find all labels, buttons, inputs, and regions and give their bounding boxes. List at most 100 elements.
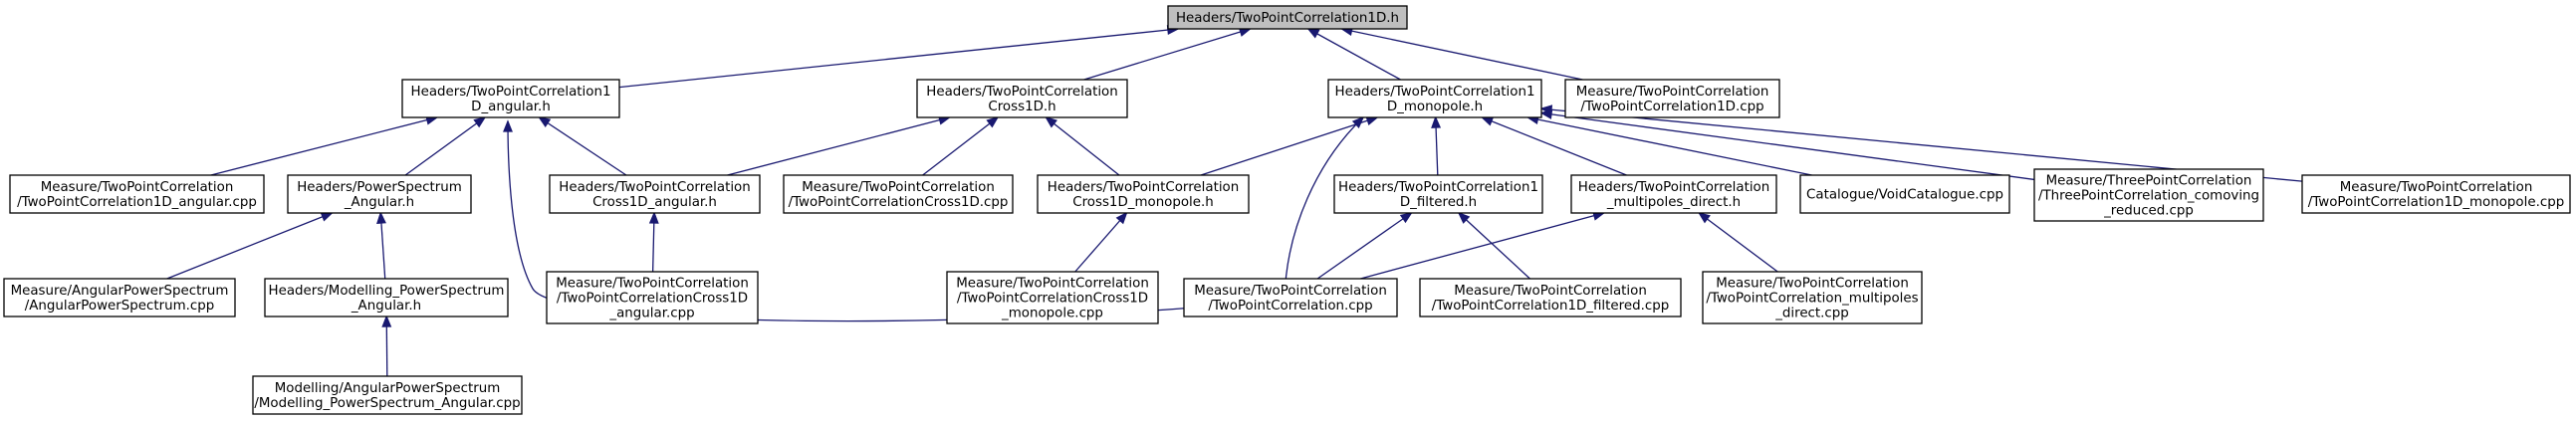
- node-label-line: Headers/TwoPointCorrelation1: [411, 85, 611, 100]
- node-label-line: Measure/ThreePointCorrelation: [2046, 174, 2252, 189]
- node-box: [1183, 278, 1398, 317]
- node-h-cross1d-angular[interactable]: Headers/TwoPointCorrelationCross1D_angul…: [549, 174, 761, 214]
- node-m-multipoles-cpp[interactable]: Measure/TwoPointCorrelation/TwoPointCorr…: [1702, 271, 1923, 324]
- node-label-line: _reduced.cpp: [2103, 204, 2194, 219]
- edge-h_powerspectrum-to-m_aps_cpp: [166, 212, 334, 280]
- edge-h_monopole-to-h_cross1d_monopole: [1200, 115, 1379, 176]
- node-box: [1564, 79, 1780, 118]
- edge-h_modelling-to-mod_aps_cpp: [381, 315, 392, 377]
- node-m-cross1d-cpp[interactable]: Measure/TwoPointCorrelation/TwoPointCorr…: [783, 174, 1014, 214]
- edge-h_monopole-to-h_multipoles: [1480, 116, 1627, 176]
- node-label-line: Measure/TwoPointCorrelation: [41, 180, 234, 195]
- node-m-monopole-cpp[interactable]: Measure/TwoPointCorrelation/TwoPointCorr…: [2301, 174, 2571, 214]
- node-m-filtered-cpp[interactable]: Measure/TwoPointCorrelation/TwoPointCorr…: [1419, 278, 1682, 317]
- edge-root-to-m_2pc1d_cpp: [1339, 26, 1583, 81]
- node-box: [1799, 174, 2010, 214]
- node-m-aps-cpp[interactable]: Measure/AngularPowerSpectrum/AngularPowe…: [3, 278, 236, 317]
- node-label-line: Measure/TwoPointCorrelation: [556, 277, 749, 292]
- node-label-line: /TwoPointCorrelation1D_filtered.cpp: [1432, 299, 1669, 314]
- node-label-line: Headers/TwoPointCorrelation: [926, 85, 1117, 100]
- node-h-angular[interactable]: Headers/TwoPointCorrelation1D_angular.h: [401, 79, 620, 118]
- node-label-line: Measure/TwoPointCorrelation: [2340, 180, 2533, 195]
- node-label-line: /TwoPointCorrelation.cpp: [1208, 299, 1372, 314]
- node-label-line: Cross1D.h: [988, 100, 1055, 114]
- node-h-filtered[interactable]: Headers/TwoPointCorrelation1D_filtered.h: [1333, 174, 1543, 214]
- node-label-line: Measure/AngularPowerSpectrum: [11, 284, 229, 299]
- node-label-line: Measure/TwoPointCorrelation: [1576, 85, 1769, 100]
- edge-h_cross1d-to-m_cross1d_cpp: [922, 115, 1000, 176]
- node-label-line: Headers/TwoPointCorrelation1D.h: [1176, 11, 1399, 26]
- node-box: [1333, 174, 1543, 214]
- node-label-line: _Angular.h: [351, 299, 421, 314]
- edge-h_cross1d_angular-to-m_cross1d_angular_cpp: [648, 211, 659, 273]
- node-label-line: /TwoPointCorrelationCross1D.cpp: [789, 195, 1009, 210]
- node-label-line: _monopole.cpp: [1001, 307, 1103, 321]
- node-label-line: Headers/TwoPointCorrelation: [559, 180, 750, 195]
- edge-h_filtered-to-m_filtered_cpp: [1457, 211, 1530, 280]
- edge-h_multipoles-to-m_2pc_cpp: [1360, 210, 1606, 280]
- node-label-line: /AngularPowerSpectrum.cpp: [25, 299, 215, 314]
- node-label-line: /TwoPointCorrelation1D_angular.cpp: [17, 195, 257, 210]
- edge-h_powerspectrum-to-h_modelling: [376, 211, 386, 280]
- node-label-line: Measure/TwoPointCorrelation: [1194, 284, 1387, 299]
- node-h-modelling[interactable]: Headers/Modelling_PowerSpectrum_Angular.…: [264, 278, 509, 317]
- node-label-line: Headers/TwoPointCorrelation1: [1335, 85, 1535, 100]
- node-label-line: /Modelling_PowerSpectrum_Angular.cpp: [254, 396, 520, 411]
- node-box: [549, 174, 761, 214]
- node-box: [1327, 79, 1542, 118]
- node-box: [3, 278, 236, 317]
- node-m-angular-cpp[interactable]: Measure/TwoPointCorrelation/TwoPointCorr…: [9, 174, 265, 214]
- node-label-line: /TwoPointCorrelation_multipoles: [1706, 292, 1918, 307]
- node-label-line: Measure/TwoPointCorrelation: [1716, 277, 1909, 292]
- node-label-line: /TwoPointCorrelation1D_monopole.cpp: [2308, 195, 2564, 210]
- node-box: [2301, 174, 2571, 214]
- edge-h_cross1d-to-h_cross1d_monopole: [1045, 115, 1120, 176]
- node-label-line: Measure/TwoPointCorrelation: [1454, 284, 1647, 299]
- node-m-cross1d-monopole-cpp[interactable]: Measure/TwoPointCorrelation/TwoPointCorr…: [946, 271, 1159, 324]
- edge-h_cross1d_monopole-to-m_cross1d_monopole_cpp: [1074, 211, 1128, 273]
- nodes-layer: Headers/TwoPointCorrelation1D.hHeaders/T…: [3, 5, 2571, 415]
- node-m-three-cpp[interactable]: Measure/ThreePointCorrelation/ThreePoint…: [2033, 168, 2264, 222]
- node-root[interactable]: Headers/TwoPointCorrelation1D.h: [1167, 5, 1408, 30]
- node-label-line: Headers/TwoPointCorrelation1: [1338, 180, 1538, 195]
- node-label-line: Measure/TwoPointCorrelation: [802, 180, 995, 195]
- node-label-line: _multipoles_direct.h: [1606, 195, 1741, 210]
- edge-h_angular-to-h_cross1d_angular: [538, 116, 627, 176]
- node-c-void-cpp[interactable]: Catalogue/VoidCatalogue.cpp: [1799, 174, 2010, 214]
- node-box: [9, 174, 265, 214]
- edge-h_filtered-to-m_2pc_cpp: [1316, 211, 1413, 280]
- edge-root-to-h_angular: [618, 25, 1180, 89]
- node-label-line: Catalogue/VoidCatalogue.cpp: [1806, 188, 2003, 203]
- node-label-line: /TwoPointCorrelation1D.cpp: [1580, 100, 1763, 114]
- node-box: [1037, 174, 1250, 214]
- edge-h_monopole-to-h_filtered: [1431, 115, 1442, 176]
- node-h-cross1d[interactable]: Headers/TwoPointCorrelationCross1D.h: [916, 79, 1128, 118]
- node-label-line: Modelling/AngularPowerSpectrum: [275, 381, 501, 396]
- node-label-line: D_angular.h: [471, 100, 551, 114]
- node-box: [946, 271, 1159, 324]
- node-h-monopole[interactable]: Headers/TwoPointCorrelation1D_monopole.h: [1327, 79, 1542, 118]
- node-box: [264, 278, 509, 317]
- node-label-line: _angular.cpp: [608, 307, 694, 321]
- node-h-multipoles[interactable]: Headers/TwoPointCorrelation_multipoles_d…: [1570, 174, 1777, 214]
- node-box: [546, 271, 759, 324]
- node-box: [401, 79, 620, 118]
- node-label-line: _direct.cpp: [1774, 307, 1849, 321]
- node-m-2pc1d-cpp[interactable]: Measure/TwoPointCorrelation/TwoPointCorr…: [1564, 79, 1780, 118]
- node-label-line: D_monopole.h: [1387, 100, 1483, 114]
- edge-h_cross1d-to-h_cross1d_angular: [727, 114, 952, 176]
- node-mod-aps-cpp[interactable]: Modelling/AngularPowerSpectrum/Modelling…: [252, 375, 523, 415]
- node-m-cross1d-angular-cpp[interactable]: Measure/TwoPointCorrelation/TwoPointCorr…: [546, 271, 759, 324]
- node-h-cross1d-monopole[interactable]: Headers/TwoPointCorrelationCross1D_monop…: [1037, 174, 1250, 214]
- edge-h_monopole-to-m_three_cpp: [1539, 108, 2035, 181]
- node-label-line: /ThreePointCorrelation_comoving: [2038, 189, 2259, 204]
- node-m-2pc-cpp[interactable]: Measure/TwoPointCorrelation/TwoPointCorr…: [1183, 278, 1398, 317]
- node-label-line: Headers/TwoPointCorrelation: [1578, 180, 1769, 195]
- node-box: [1419, 278, 1682, 317]
- node-label-line: Cross1D_angular.h: [592, 195, 717, 210]
- node-box: [1167, 5, 1408, 30]
- node-box: [916, 79, 1128, 118]
- node-label-line: /TwoPointCorrelationCross1D: [557, 292, 748, 307]
- node-h-powerspectrum[interactable]: Headers/PowerSpectrum_Angular.h: [287, 174, 472, 214]
